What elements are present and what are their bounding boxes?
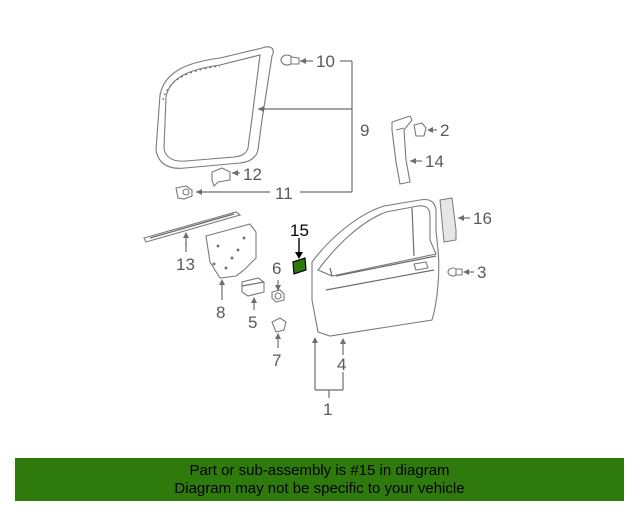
door-opening-weatherstrip [155,46,274,169]
banner-line-1: Part or sub-assembly is #15 in diagram [189,462,450,479]
callout-15: 15 [290,221,309,240]
banner-line-2: Diagram may not be specific to your vehi… [174,480,465,497]
clip-part-12 [211,167,231,188]
arrowheads-9 [196,58,306,195]
clip-part-3 [447,267,463,277]
door-molding-part-16 [439,197,457,243]
info-banner: Part or sub-assembly is #15 in diagram D… [15,458,624,501]
callout-2: 2 [440,121,449,140]
callout-11: 11 [275,184,293,203]
clip-part-2 [413,122,437,137]
callout-8: 8 [216,303,225,322]
callout-5: 5 [248,313,257,332]
leader-lines-9 [196,60,353,193]
callout-16: 16 [473,209,492,228]
callout-1: 1 [323,400,332,419]
part-7 [271,317,287,333]
leader-lines-1-4 [312,337,346,398]
callout-12: 12 [243,165,262,184]
clip-part-11 [175,185,193,200]
callout-3: 3 [477,263,486,282]
callout-6: 6 [272,259,281,278]
callout-4: 4 [337,355,346,374]
callout-7: 7 [272,351,281,370]
belt-weatherstrip-part-13 [143,211,242,243]
front-door-part-1 [311,198,440,337]
callout-14: 14 [425,152,444,171]
callout-13: 13 [176,255,195,274]
clip-part-10 [280,54,300,66]
part-5 [241,277,265,297]
callout-10: 10 [316,52,335,71]
bolt-part-6 [271,289,285,303]
callout-9: 9 [360,121,369,140]
highlighted-part-15[interactable] [292,257,307,275]
pillar-garnish-part-14 [391,115,413,185]
door-panel-part-8 [205,223,257,279]
